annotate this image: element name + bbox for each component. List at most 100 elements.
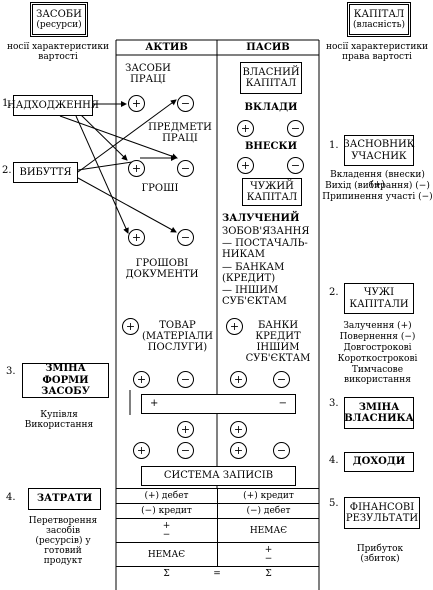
right-item-4-box: ДОХОДИ bbox=[344, 452, 414, 472]
rec-left-plusminus: + − bbox=[116, 519, 217, 542]
rec-debit-plus: (+) дебет bbox=[144, 491, 189, 501]
passive-withdraw-minus: − bbox=[287, 157, 304, 174]
active-assets: ЗАСОБИ ПРАЦІ bbox=[125, 63, 171, 85]
left-item-3-num: 3. bbox=[6, 366, 16, 377]
right-header-caption: носії характеристики права вартості bbox=[326, 42, 428, 62]
left-item-3-label: ЗМІНА ФОРМИ ЗАСОБУ bbox=[41, 363, 90, 398]
passive-contrib-plus: + bbox=[237, 120, 254, 137]
system-of-records-label: СИСТЕМА ЗАПИСІВ bbox=[163, 470, 274, 482]
passive-contributions: ВКЛАДИ bbox=[244, 102, 298, 113]
active-money: ГРОШІ bbox=[141, 183, 179, 194]
right-item-5-label: ФІНАНСОВІ РЕЗУЛЬТАТИ bbox=[345, 501, 419, 525]
passive-obligations-title: ЗАЛУЧЕНИЙ bbox=[222, 213, 300, 224]
right-item-3-box: ЗМІНА ВЛАСНИКА bbox=[344, 397, 414, 429]
rec-left-none: НЕМАЄ bbox=[147, 549, 186, 560]
right-item-4-label: ДОХОДИ bbox=[352, 456, 406, 468]
form-change-bar: + − bbox=[141, 394, 296, 414]
right-item-1-note-2: Вихід (вибирання) (−) bbox=[325, 181, 430, 191]
right-item-1-note-3: Припинення участі (−) bbox=[322, 192, 433, 202]
active-money-plus: + bbox=[128, 160, 145, 177]
right-item-1-num: 1. bbox=[329, 140, 339, 151]
right-header-title: КАПІТАЛ bbox=[353, 8, 405, 20]
right-item-5-box: ФІНАНСОВІ РЕЗУЛЬТАТИ bbox=[344, 497, 420, 529]
form-a-plus: + bbox=[133, 371, 150, 388]
passive-own-capital-label: ВЛАСНИЙ КАПІТАЛ bbox=[242, 66, 300, 90]
right-item-3-num: 3. bbox=[329, 398, 339, 409]
left-item-4-note: Перетворення засобів (ресурсів) у готови… bbox=[28, 516, 98, 566]
right-item-5-note: Прибуток (збиток) bbox=[356, 544, 404, 564]
passive-own-capital: ВЛАСНИЙ КАПІТАЛ bbox=[240, 62, 302, 94]
rec-right-none: НЕМАЄ bbox=[249, 525, 288, 536]
left-item-2-num: 2. bbox=[2, 165, 12, 176]
passive-borrowed-capital: ЧУЖИЙ КАПІТАЛ bbox=[242, 178, 302, 206]
form-e-plus: + bbox=[230, 442, 247, 459]
left-item-4-box: ЗАТРАТИ bbox=[28, 488, 101, 510]
rec-left-sum: Σ bbox=[163, 569, 170, 579]
left-item-1-box: НАДХОДЖЕННЯ bbox=[7, 95, 99, 116]
form-bar-minus: − bbox=[278, 398, 287, 410]
left-item-4-num: 4. bbox=[6, 492, 16, 503]
rec-left-plus: + bbox=[162, 520, 171, 531]
rec-left-minus: − bbox=[162, 529, 171, 540]
right-item-4-num: 4. bbox=[329, 455, 339, 466]
left-item-3-box: ЗМІНА ФОРМИ ЗАСОБУ bbox=[22, 363, 109, 398]
right-item-2-label: ЧУЖІ КАПІТАЛИ bbox=[349, 287, 409, 310]
rec-credit-minus: (−) кредит bbox=[141, 506, 192, 516]
active-docs-plus: + bbox=[128, 229, 145, 246]
form-b-plus: + bbox=[230, 371, 247, 388]
right-item-2-note-1: Залучення (+) bbox=[343, 321, 412, 331]
left-item-1-num: 1. bbox=[2, 98, 12, 109]
left-header-title: ЗАСОБИ bbox=[36, 8, 82, 20]
rec-debit-minus: (−) дебет bbox=[246, 506, 291, 516]
form-d-minus: − bbox=[177, 442, 194, 459]
left-item-4-label: ЗАТРАТИ bbox=[36, 493, 93, 505]
left-header-caption: носії характеристики вартості bbox=[7, 42, 109, 62]
system-of-records: СИСТЕМА ЗАПИСІВ bbox=[141, 466, 296, 486]
left-item-3-note: Купівля Використання bbox=[24, 410, 94, 430]
right-item-2-box: ЧУЖІ КАПІТАЛИ bbox=[344, 283, 414, 314]
grid-line bbox=[116, 566, 319, 567]
right-item-5-num: 5. bbox=[329, 498, 339, 509]
rec-right-plusminus: + − bbox=[218, 543, 319, 566]
rec-right-minus: − bbox=[264, 553, 273, 564]
form-d-plus: + bbox=[133, 442, 150, 459]
form-e-minus: − bbox=[273, 442, 290, 459]
rec-equals: = bbox=[213, 569, 221, 579]
active-objects: ПРЕДМЕТИ ПРАЦІ bbox=[148, 122, 212, 144]
right-item-2-note-2: Повернення (−) bbox=[339, 332, 416, 342]
left-item-2-box: ВИБУТТЯ bbox=[13, 162, 78, 183]
left-header-subtitle: (ресурси) bbox=[36, 20, 82, 31]
passive-obl-1: — ПОСТАЧАЛЬ-НИКАМ bbox=[222, 238, 308, 260]
right-item-2-note-4: Короткострокові bbox=[337, 354, 418, 364]
passive-withdrawals: ВНЕСКИ bbox=[244, 141, 298, 152]
rec-credit-plus: (+) кредит bbox=[243, 491, 294, 501]
right-item-1-note-1: Вкладення (внески) (+) bbox=[330, 170, 425, 190]
rec-right-plus: + bbox=[264, 544, 273, 555]
active-money-docs: ГРОШОВІ ДОКУМЕНТИ bbox=[125, 258, 199, 280]
right-item-1-box: ЗАСНОВНИК УЧАСНИК bbox=[344, 135, 414, 166]
passive-obligations-sub: ЗОБОВ'ЯЗАННЯ bbox=[222, 226, 310, 237]
left-item-1-label: НАДХОДЖЕННЯ bbox=[7, 99, 99, 111]
active-assets-plus: + bbox=[128, 95, 145, 112]
active-docs-minus: − bbox=[177, 229, 194, 246]
form-a-minus: − bbox=[177, 371, 194, 388]
right-item-2-note-3: Довгострокові bbox=[343, 343, 412, 353]
form-c-plus: + bbox=[177, 421, 194, 438]
column-active: АКТИВ bbox=[145, 42, 188, 53]
passive-contrib-minus: − bbox=[287, 120, 304, 137]
active-goods: ТОВАР (МАТЕРІАЛИ ПОСЛУГИ) bbox=[141, 320, 213, 353]
form-b-minus: − bbox=[273, 371, 290, 388]
grid-divider bbox=[217, 488, 218, 566]
active-money-minus: − bbox=[177, 160, 194, 177]
right-header-box: КАПІТАЛ (власність) bbox=[347, 2, 411, 37]
right-item-3-label: ЗМІНА ВЛАСНИКА bbox=[344, 401, 414, 425]
form-bar-plus: + bbox=[150, 398, 159, 410]
passive-bank-credit: БАНКИ КРЕДИТ ІНШИМ СУБ'ЄКТАМ bbox=[245, 320, 311, 364]
right-item-1-label: ЗАСНОВНИК УЧАСНИК bbox=[343, 139, 415, 162]
passive-withdraw-plus: + bbox=[237, 157, 254, 174]
left-header-box: ЗАСОБИ (ресурси) bbox=[30, 2, 88, 37]
right-header-subtitle: (власність) bbox=[352, 20, 405, 31]
passive-borrowed-label: ЧУЖИЙ КАПІТАЛ bbox=[246, 180, 298, 204]
left-item-2-label: ВИБУТТЯ bbox=[19, 166, 72, 178]
